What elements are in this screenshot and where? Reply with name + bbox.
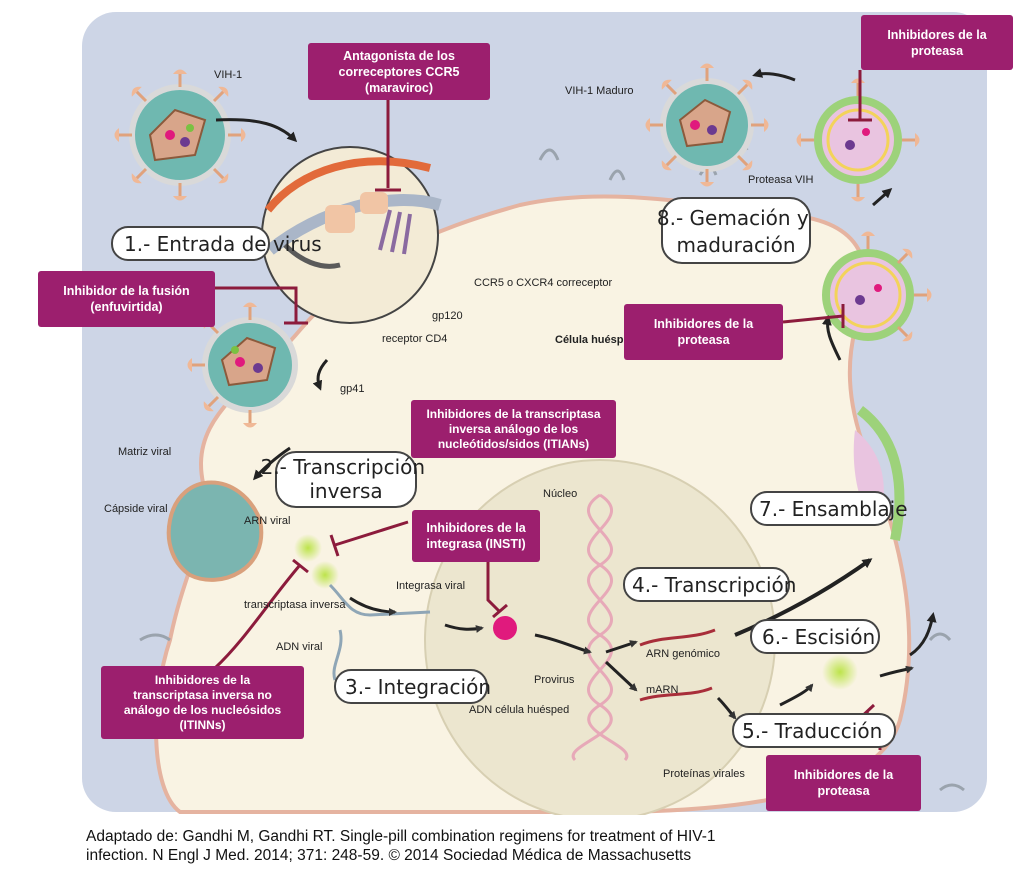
step-2-line-1: 2.- Transcripción — [261, 455, 425, 479]
drug-nnrti-line-2: transcriptasa inversa no — [133, 687, 272, 702]
drug-insti-line-2: integrasa (INSTI) — [426, 537, 526, 551]
diagram-canvas: 1.- Entrada de virus 2.- Transcripción i… — [82, 12, 987, 821]
assembly-membrane — [856, 406, 905, 541]
drug-ccr5-line-1: Antagonista de los — [343, 48, 455, 63]
label-viral-dna: ADN viral — [276, 641, 322, 653]
rt-complex — [294, 534, 322, 562]
drug-protease-bottom-line-1: Inhibidores de la — [793, 768, 894, 782]
label-nucleus: Núcleo — [543, 488, 577, 500]
integrase-site — [493, 616, 517, 640]
drug-nnrti-line-3: análogo de los nucleósidos — [123, 702, 282, 717]
label-gp120: gp120 — [432, 310, 463, 322]
label-viral-integrase: Integrasa viral — [396, 580, 465, 592]
label-coreceptor: CCR5 o CXCR4 correceptor — [474, 277, 612, 289]
virus-budding-mid — [822, 230, 933, 346]
step-pills — [111, 197, 896, 748]
drug-nrti-line-1: Inhibidores de la transcriptasa — [426, 406, 601, 421]
drug-nrti-line-2: inversa análogo de los — [448, 421, 579, 436]
drug-nrti-line-3: nucleótidos/sidos (ITIANs) — [437, 436, 590, 451]
label-hiv-protease: Proteasa VIH — [748, 174, 813, 186]
drug-nrti: Inhibidores de la transcriptasa inversa … — [411, 400, 616, 458]
drug-protease-mid-line-2: proteasa — [677, 333, 730, 347]
drug-ccr5-line-3: (maraviroc) — [364, 80, 434, 95]
step-4-label: 4.- Transcripción — [632, 573, 796, 597]
label-hiv1-mature: VIH-1 Maduro — [565, 85, 633, 97]
label-host-cell: Célula huésped — [555, 334, 636, 346]
drug-protease-bottom: Inhibidores de la proteasa — [766, 755, 921, 811]
credit-line-2: infection. N Engl J Med. 2014; 371: 248-… — [86, 847, 692, 864]
drug-insti: Inhibidores de la integrasa (INSTI) — [412, 510, 540, 562]
drug-ccr5-line-2: correceptores CCR5 — [338, 64, 460, 79]
drug-protease-mid: Inhibidores de la proteasa — [624, 304, 783, 360]
protease-cleavage — [822, 654, 858, 690]
label-genomic-rna: ARN genómico — [646, 648, 720, 660]
virus-budding-top — [795, 77, 921, 203]
drug-nnrti: Inhibidores de la transcriptasa inversa … — [101, 666, 304, 739]
label-viral-proteins: Proteínas virales — [663, 768, 745, 780]
drug-protease-bottom-line-2: proteasa — [817, 784, 870, 798]
label-mrna: mARN — [646, 684, 678, 696]
virus-mature — [644, 62, 770, 188]
drug-protease-top-line-1: Inhibidores de la — [887, 27, 987, 42]
label-gp41: gp41 — [340, 383, 364, 395]
label-reverse-transcriptase: transcriptasa inversa — [244, 599, 346, 611]
step-3-label: 3.- Integración — [345, 675, 491, 699]
step-7-label: 7.- Ensamblaje — [759, 497, 908, 521]
step-8-line-2: maduración — [676, 233, 795, 257]
source-credit: Adaptado de: Gandhi M, Gandhi RT. Single… — [86, 827, 946, 865]
step-2-line-2: inversa — [309, 479, 382, 503]
drug-insti-line-1: Inhibidores de la — [426, 521, 526, 535]
drug-fusion-inhibitor: Inhibidor de la fusión (enfuvirtida) — [38, 271, 215, 327]
drug-nnrti-line-4: (ITINNs) — [179, 717, 226, 732]
credit-line-1: Adaptado de: Gandhi M, Gandhi RT. Single… — [86, 828, 716, 845]
drug-protease-mid-line-1: Inhibidores de la — [653, 317, 754, 331]
mrna-strand — [639, 686, 713, 702]
drug-protease-top: Inhibidores de la proteasa — [861, 15, 1013, 70]
label-cd4-receptor: receptor CD4 — [382, 333, 447, 345]
rt-complex-2 — [311, 561, 339, 589]
virus-hiv1 — [113, 68, 247, 202]
drug-ccr5-antagonist: Antagonista de los correceptores CCR5 (m… — [308, 43, 490, 100]
drug-fusion-line-2: (enfuvirtida) — [90, 300, 163, 314]
step-8-label: 8.- Gemación y maduración — [657, 206, 815, 257]
label-viral-matrix: Matriz viral — [118, 446, 171, 458]
label-host-dna: ADN célula huésped — [469, 704, 569, 716]
step-8-line-1: 8.- Gemación y — [657, 206, 809, 230]
step-5-label: 5.- Traducción — [742, 719, 882, 743]
label-viral-capsid: Cápside viral — [104, 503, 168, 515]
uncoating-capsid — [166, 480, 264, 582]
genomic-rna-strand — [639, 628, 716, 647]
label-provirus: Provirus — [534, 674, 575, 686]
drug-fusion-line-1: Inhibidor de la fusión — [63, 284, 190, 298]
label-hiv1: VIH-1 — [214, 69, 242, 81]
step-1-label: 1.- Entrada de virus — [124, 232, 322, 256]
drug-protease-top-line-2: proteasa — [910, 43, 964, 58]
step-6-label: 6.- Escisión — [762, 625, 875, 649]
virus-fusing — [186, 301, 298, 429]
step-2-label: 2.- Transcripción inversa — [261, 455, 432, 503]
drug-nnrti-line-1: Inhibidores de la — [154, 672, 251, 687]
host-dna-helix — [571, 493, 629, 762]
viral-dna-strand — [328, 583, 431, 681]
label-viral-rna: ARN viral — [244, 515, 290, 527]
